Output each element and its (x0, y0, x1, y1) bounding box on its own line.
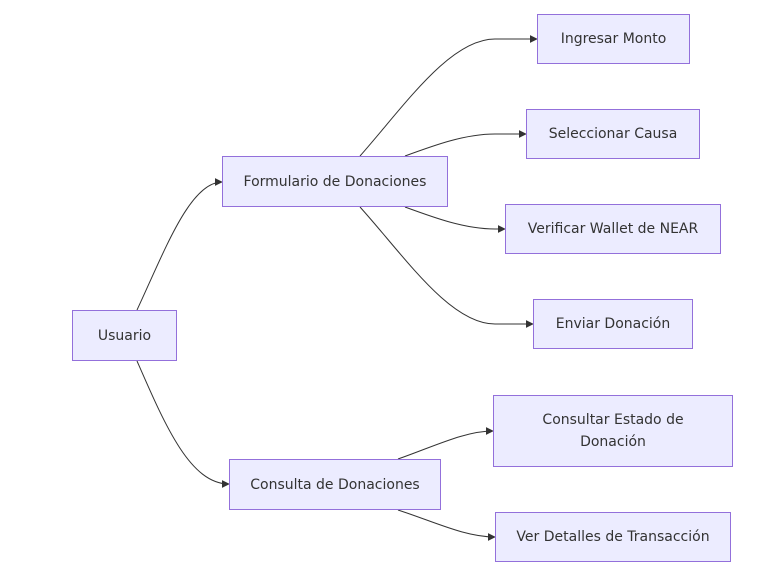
node-formulario-de-donaciones[interactable]: Formulario de Donaciones (222, 156, 448, 207)
edge-formulario-seleccionar-causa (404, 130, 527, 157)
edge-formulario-verificar-wallet (404, 206, 506, 233)
node-seleccionar-causa[interactable]: Seleccionar Causa (526, 109, 700, 159)
node-enviar-donacion[interactable]: Enviar Donación (533, 299, 693, 349)
node-ver-detalles[interactable]: Ver Detalles de Transacción (495, 512, 731, 562)
node-ingresar-monto-label: Ingresar Monto (560, 31, 667, 47)
node-enviar-donacion-label: Enviar Donación (555, 316, 671, 332)
node-consulta-label: Consulta de Donaciones (250, 476, 420, 493)
edge-consulta-consultar-estado (397, 427, 494, 460)
node-consulta-de-donaciones[interactable]: Consulta de Donaciones (229, 459, 441, 510)
node-seleccionar-causa-label: Seleccionar Causa (548, 126, 678, 142)
edge-formulario-ingresar-monto (359, 35, 538, 157)
node-verificar-wallet-label: Verificar Wallet de NEAR (527, 221, 699, 237)
edge-usuario-formulario (136, 178, 223, 311)
edge-usuario-consulta (136, 360, 230, 488)
node-usuario-label: Usuario (97, 327, 152, 344)
node-consultar-estado[interactable]: Consultar Estado de Donación (493, 395, 733, 467)
node-consultar-estado-label: Consultar Estado de Donación (542, 412, 684, 450)
node-verificar-wallet[interactable]: Verificar Wallet de NEAR (505, 204, 721, 254)
node-ingresar-monto[interactable]: Ingresar Monto (537, 14, 690, 64)
node-usuario[interactable]: Usuario (72, 310, 177, 361)
edge-formulario-enviar-donacion (359, 206, 534, 328)
node-ver-detalles-label: Ver Detalles de Transacción (516, 529, 710, 545)
node-formulario-label: Formulario de Donaciones (243, 173, 427, 190)
edge-consulta-ver-detalles (397, 509, 496, 541)
